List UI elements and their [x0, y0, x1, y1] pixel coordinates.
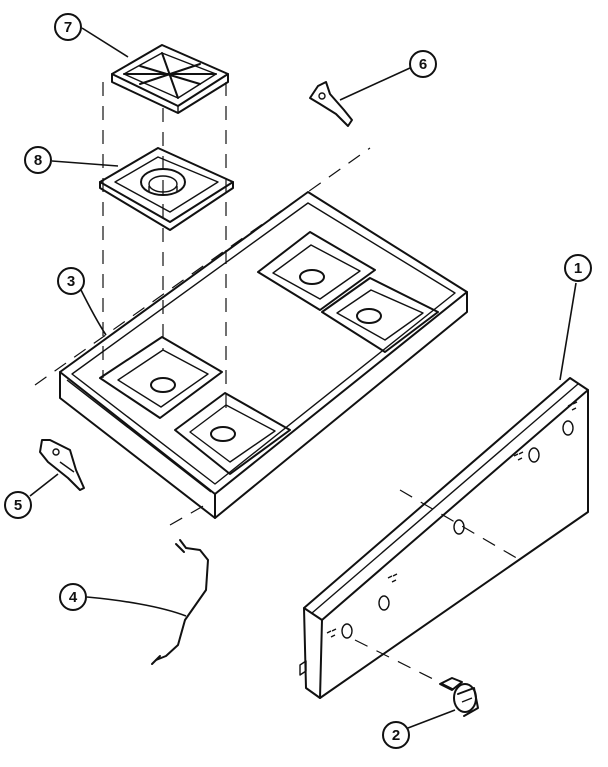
cooktop — [59, 191, 468, 519]
ignitor-wire — [151, 539, 209, 665]
right-bracket — [309, 81, 353, 127]
callout-4: 4 — [59, 583, 187, 617]
callout-5-label: 5 — [14, 497, 22, 514]
callout-2-label: 2 — [392, 727, 400, 744]
callout-2: 2 — [382, 709, 456, 749]
callout-4-label: 4 — [69, 589, 78, 606]
left-bracket — [39, 439, 85, 491]
callout-5: 5 — [4, 473, 59, 519]
callout-6-label: 6 — [419, 56, 427, 73]
callout-7: 7 — [54, 13, 129, 58]
callout-7-label: 7 — [64, 19, 72, 36]
alignment-lines — [34, 82, 521, 691]
drip-bowl — [99, 147, 234, 231]
callout-8-label: 8 — [34, 152, 42, 169]
callout-3: 3 — [57, 267, 107, 336]
control-knob — [439, 677, 479, 717]
callout-1: 1 — [559, 254, 592, 381]
callout-3-label: 3 — [67, 273, 75, 290]
control-panel — [299, 377, 589, 699]
callout-6: 6 — [339, 50, 437, 101]
burner-grate — [111, 44, 229, 114]
callout-8: 8 — [24, 146, 119, 174]
callout-1-label: 1 — [574, 260, 582, 277]
